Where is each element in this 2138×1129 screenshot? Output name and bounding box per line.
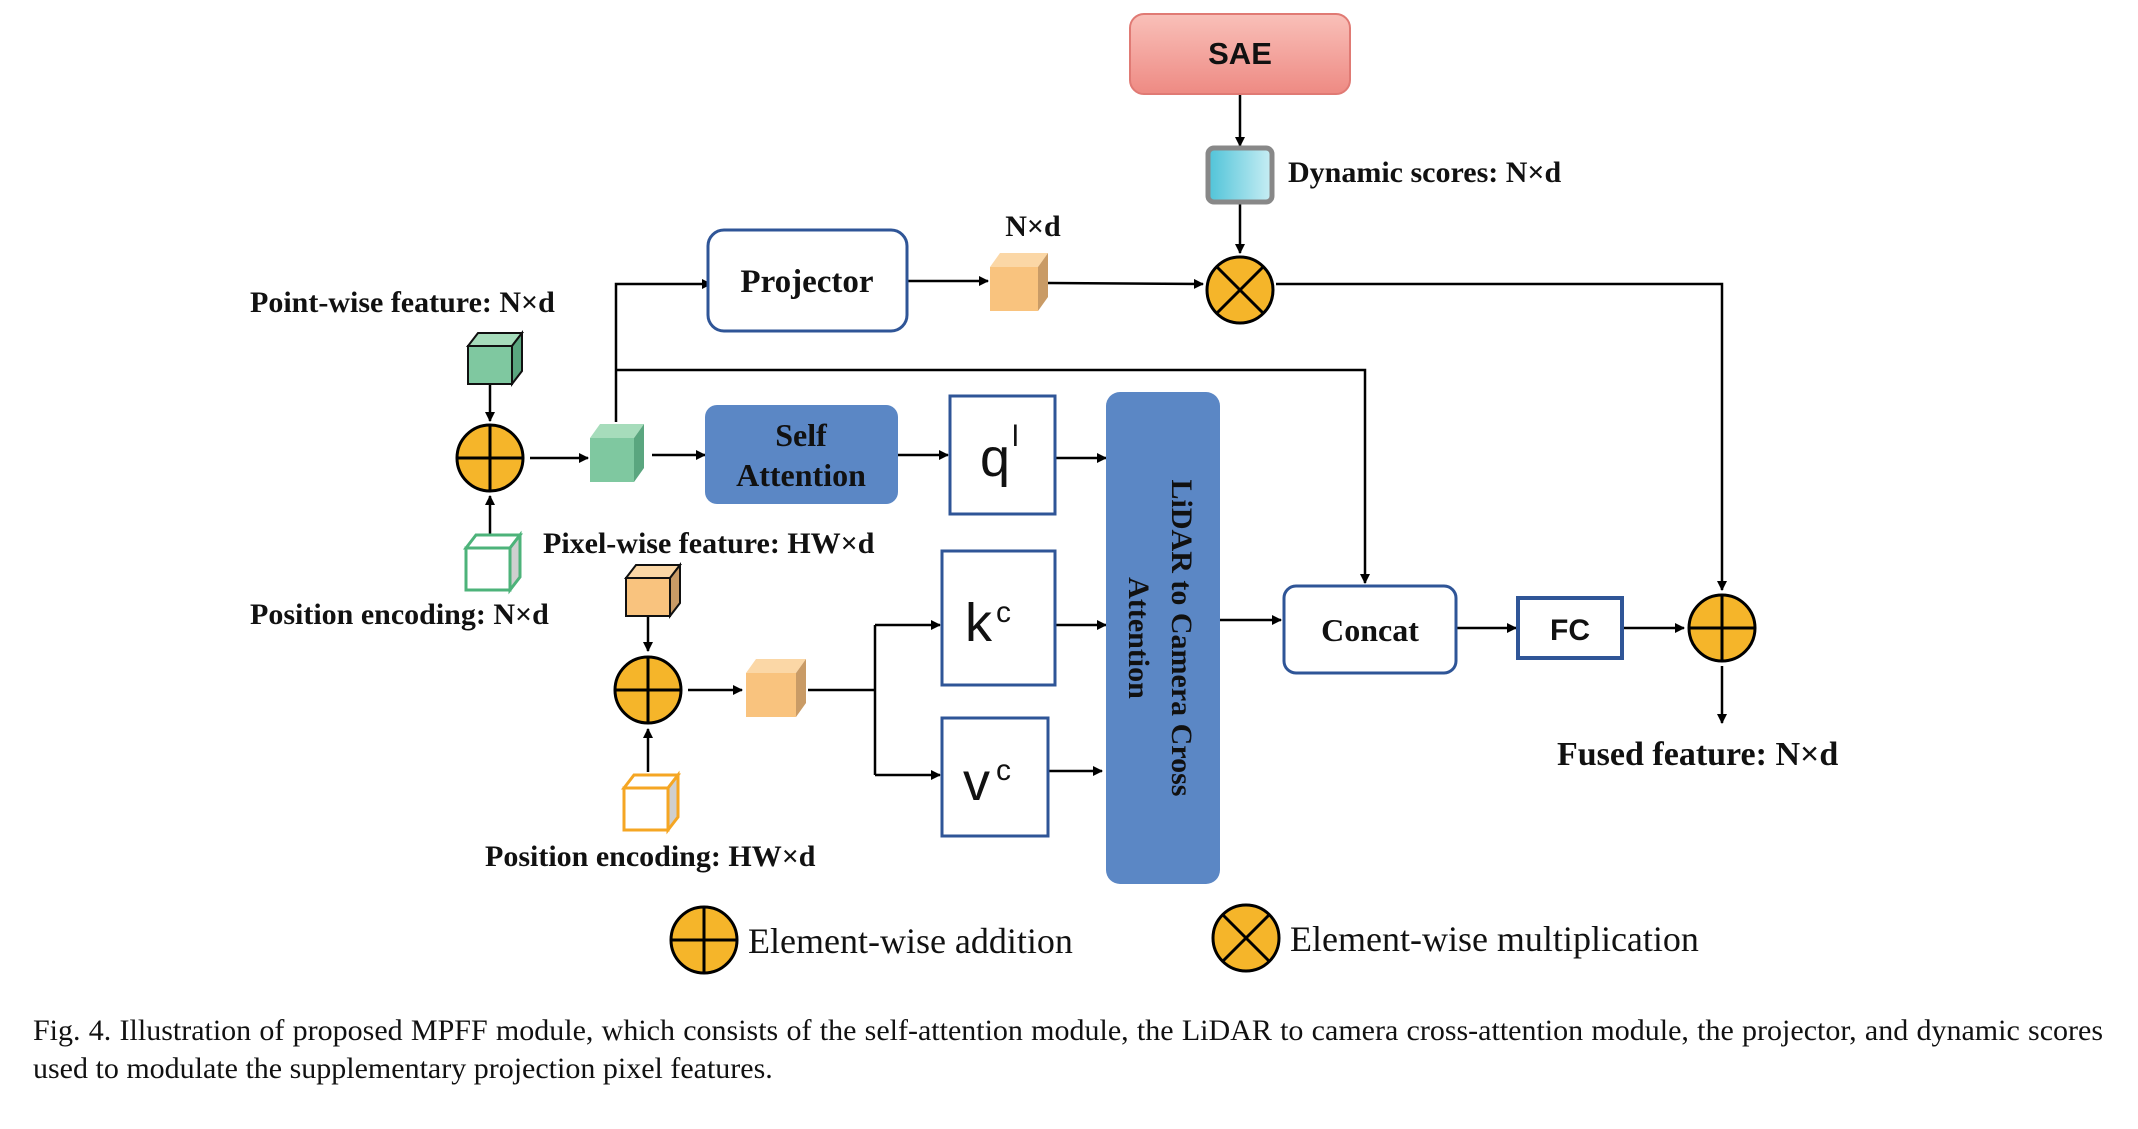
cross-attention-label-2: Attention [1122,577,1155,699]
pixel-wise-cube [623,562,683,619]
value-superscript: c [996,754,1011,787]
point-wise-feature-label: Point-wise feature: N×d [250,286,555,319]
arrow-green-to-concat [616,368,1370,584]
sae-label: SAE [1208,36,1272,71]
legend: Element-wise addition Element-wise multi… [669,903,1699,975]
point-encoded-cube [590,424,644,482]
fc-label: FC [1550,614,1590,647]
connections [485,95,1727,780]
concat-label: Concat [1321,612,1419,648]
point-position-encoding-cube [462,530,524,595]
projected-feature-cube [990,253,1048,311]
arrow-multiply-to-fused [1276,282,1727,591]
projector-label: Projector [740,264,873,300]
concat-block: Concat [1282,584,1458,675]
key-superscript: c [996,596,1011,629]
self-attention-label-2: Attention [736,457,866,493]
key-box: k c [940,549,1057,687]
cross-attention-block: LiDAR to Camera Cross Attention [1106,392,1220,884]
fused-addition-operator [1687,593,1757,663]
legend-multiplication-icon [1211,903,1281,973]
self-attention-label-1: Self [775,417,827,453]
sae-block: SAE [1129,13,1351,95]
multiply-operator [1205,255,1275,325]
legend-addition-icon [669,905,739,975]
query-symbol: q [980,428,1010,488]
pixel-position-encoding-label: Position encoding: HW×d [485,840,816,873]
legend-multiplication-label: Element-wise multiplication [1290,919,1699,959]
arrow-cube-to-multiply [1047,278,1204,289]
pixel-addition-operator [613,655,683,725]
figure-caption: Fig. 4. Illustration of proposed MPFF mo… [33,1014,2103,1085]
mpff-diagram: SAE Dynamic scores: N×d Projector N×d Po… [250,13,1838,975]
point-addition-operator [455,423,525,493]
pixel-position-encoding-cube [620,770,682,835]
value-box: v c [940,716,1050,838]
projector-block: Projector [706,228,909,333]
point-wise-cube [465,330,525,387]
value-symbol: v [963,752,990,812]
dynamic-scores-block [1205,145,1275,205]
legend-addition-label: Element-wise addition [748,921,1073,961]
key-symbol: k [965,593,993,653]
point-position-encoding-label: Position encoding: N×d [250,598,549,631]
fused-feature-label: Fused feature: N×d [1557,736,1838,773]
pixel-wise-feature-label: Pixel-wise feature: HW×d [543,527,875,560]
projected-dim-label: N×d [1005,210,1061,243]
self-attention-block: Self Attention [705,405,898,504]
query-box: q l [948,394,1057,516]
fc-block: FC [1516,596,1624,660]
query-superscript: l [1012,420,1019,453]
dynamic-scores-label: Dynamic scores: N×d [1288,156,1561,189]
arrow-green-to-projector [614,279,712,422]
cross-attention-label-1: LiDAR to Camera Cross [1165,480,1198,797]
pixel-encoded-cube [746,659,806,717]
